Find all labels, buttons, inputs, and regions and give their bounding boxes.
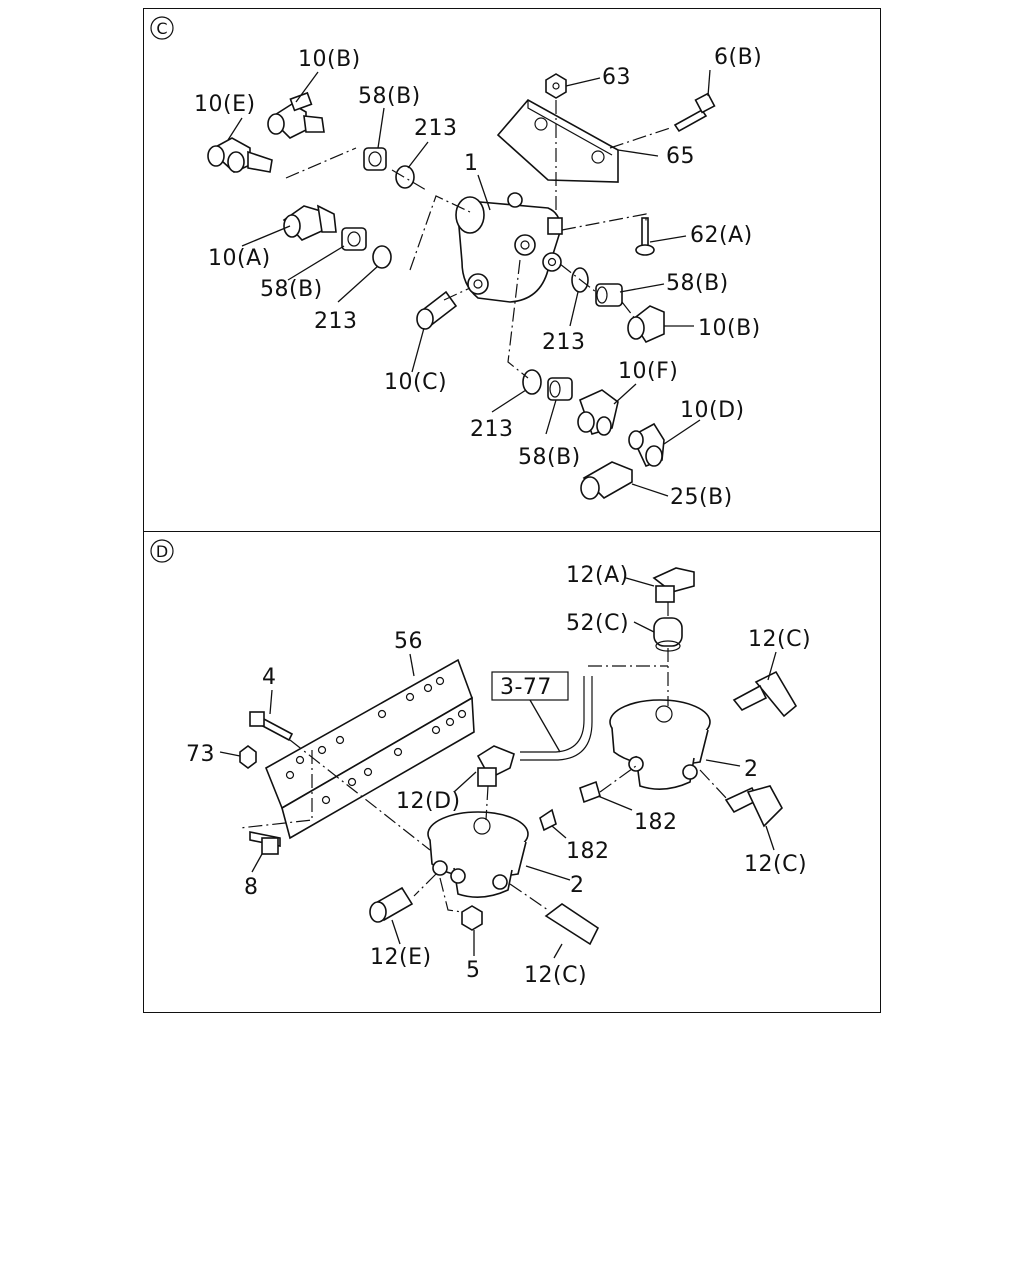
bracket-56 xyxy=(264,658,475,840)
tee-10f xyxy=(577,389,619,436)
label-56: 56 xyxy=(394,629,423,654)
elbow-10b-right xyxy=(627,305,665,344)
label-73: 73 xyxy=(186,742,215,767)
label-213-mid: 213 xyxy=(542,330,586,355)
panel-c-leaders xyxy=(227,69,711,497)
panel-c-labels: 10(B) 10(E) 58(B) 213 63 6(B) 65 1 62(A)… xyxy=(194,45,762,510)
label-12e: 12(E) xyxy=(370,945,432,970)
fitting-58b-left xyxy=(341,227,367,251)
valve-2-right xyxy=(609,699,711,790)
label-10f: 10(F) xyxy=(618,359,678,384)
fitting-10c xyxy=(416,290,458,330)
panel-d-leaders xyxy=(219,577,777,959)
label-12d: 12(D) xyxy=(396,789,461,814)
bracket-65 xyxy=(496,98,619,183)
elbow-12d xyxy=(476,745,515,787)
label-58b-left: 58(B) xyxy=(260,277,323,302)
elbow-12c-right xyxy=(724,785,783,828)
label-6b: 6(B) xyxy=(714,45,762,70)
label-213-bottom: 213 xyxy=(470,417,514,442)
label-2-right: 2 xyxy=(744,757,759,782)
label-58b-bottom: 58(B) xyxy=(518,445,581,470)
label-12c-bottom: 12(C) xyxy=(524,963,587,988)
label-213-top: 213 xyxy=(414,116,458,141)
label-182-mid: 182 xyxy=(566,839,610,864)
panel-d-labels: 12(A) 52(C) 12(C) 56 3-77 4 73 2 12(D) 1… xyxy=(186,563,811,988)
elbow-10d xyxy=(628,422,665,468)
screw-62a xyxy=(635,217,655,256)
label-25b: 25(B) xyxy=(670,485,733,510)
label-10d: 10(D) xyxy=(680,398,745,423)
washer-213-left xyxy=(372,245,392,269)
elbow-10a xyxy=(282,204,337,241)
sensor-25b xyxy=(580,461,633,500)
label-8: 8 xyxy=(244,875,259,900)
nut-5 xyxy=(461,905,483,931)
fitting-58b-top xyxy=(363,147,387,171)
label-2-left: 2 xyxy=(570,873,585,898)
label-182-right: 182 xyxy=(634,810,678,835)
nut-73 xyxy=(239,745,257,769)
fitting-12e xyxy=(369,886,414,923)
label-63: 63 xyxy=(602,65,631,90)
cap-12c-bottom xyxy=(544,903,600,946)
elbow-10b-top xyxy=(267,91,325,139)
label-10a: 10(A) xyxy=(208,246,271,271)
fitting-58b-bottom xyxy=(547,377,573,401)
label-5: 5 xyxy=(466,958,481,983)
label-52c: 52(C) xyxy=(566,611,629,636)
hose-3-77 xyxy=(520,676,593,761)
tee-10e xyxy=(207,137,273,173)
bolt-6b xyxy=(673,92,716,133)
bolt-4 xyxy=(249,711,294,742)
elbow-12a xyxy=(652,567,695,603)
bolt-8 xyxy=(249,831,281,855)
panel-d-letter: D xyxy=(156,542,168,561)
cap-52c xyxy=(653,617,683,652)
label-1: 1 xyxy=(464,151,479,176)
panel-c-centerlines xyxy=(285,100,671,379)
label-10b-top: 10(B) xyxy=(298,47,361,72)
label-4: 4 xyxy=(262,665,277,690)
plug-182-right xyxy=(579,780,601,804)
panel-c-badge: C xyxy=(150,16,174,40)
valve-body-1 xyxy=(455,192,563,303)
label-58b-right: 58(B) xyxy=(666,271,729,296)
label-62a: 62(A) xyxy=(690,223,753,248)
label-12c-right: 12(C) xyxy=(744,852,807,877)
plug-182-mid xyxy=(539,808,557,832)
panel-d-centerlines xyxy=(239,602,729,913)
label-10c: 10(C) xyxy=(384,370,447,395)
label-3-77: 3-77 xyxy=(500,675,552,700)
elbow-12c-top xyxy=(732,670,798,718)
washer-213-top xyxy=(395,165,415,189)
nut-63 xyxy=(545,73,567,99)
label-65: 65 xyxy=(666,144,695,169)
fitting-58b-right xyxy=(595,283,623,307)
label-10e: 10(E) xyxy=(194,92,256,117)
panel-d xyxy=(143,531,881,1013)
panel-d-badge: D xyxy=(150,539,174,563)
label-10b-right: 10(B) xyxy=(698,316,761,341)
valve-2-left xyxy=(427,811,529,898)
label-12c-top: 12(C) xyxy=(748,627,811,652)
panel-c-letter: C xyxy=(156,19,167,38)
label-12a: 12(A) xyxy=(566,563,629,588)
label-213-left: 213 xyxy=(314,309,358,334)
label-58b-top: 58(B) xyxy=(358,84,421,109)
washer-213-bottom xyxy=(522,369,542,395)
